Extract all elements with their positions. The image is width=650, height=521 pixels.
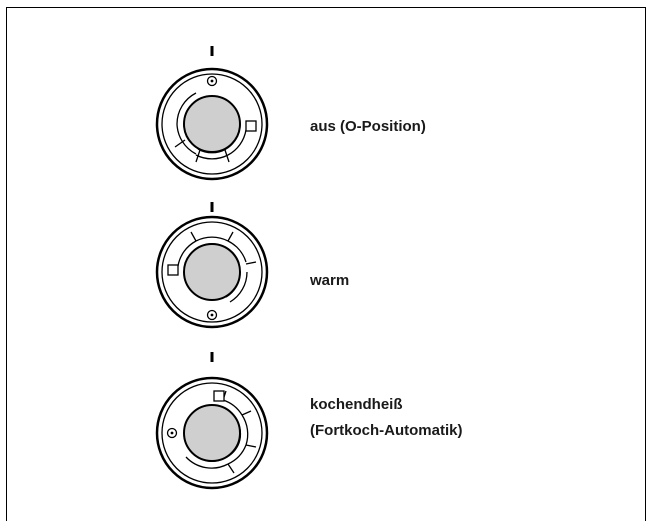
knob-inner-ring: [161, 221, 263, 323]
min-position-marker-icon: [213, 390, 225, 402]
setting-label-hot-line1: kochendheiß: [310, 396, 403, 413]
setting-label-warm: warm: [310, 272, 350, 289]
knob-inner-ring: [161, 382, 263, 484]
knob-center-cap: [183, 404, 241, 462]
knob-hot: [155, 352, 269, 490]
frame-top-border: [6, 7, 646, 8]
max-position-marker-icon: [245, 120, 257, 132]
frame-left-border: [6, 7, 7, 521]
knob-warm: [155, 202, 269, 329]
knob-off: [155, 46, 269, 181]
min-position-marker-icon: [167, 264, 179, 276]
frame-right-border: [645, 7, 646, 521]
knob-center-cap: [183, 243, 241, 301]
setting-label-hot: kochendheiß (Fortkoch-Automatik): [310, 392, 463, 444]
setting-label-off: aus (O-Position): [310, 118, 426, 135]
knob-inner-ring: [161, 73, 263, 175]
knob-center-cap: [183, 95, 241, 153]
setting-label-hot-line2: (Fortkoch-Automatik): [310, 422, 463, 439]
